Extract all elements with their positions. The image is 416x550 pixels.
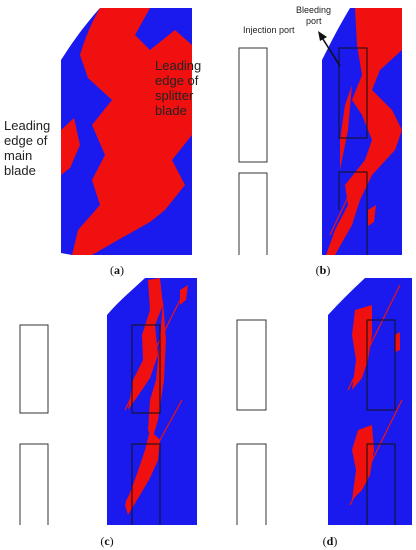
panel-d-injection-port-upper — [236, 319, 267, 411]
svg-text:edge of: edge of — [155, 73, 199, 88]
panel-b-red-patch — [368, 205, 376, 226]
panel-c-red-region — [128, 278, 163, 410]
panel-c-caption: (c) — [100, 534, 113, 548]
panel-a: Leading edge of main blade Leading edge … — [4, 8, 201, 277]
leading-edge-splitter-blade-label: Leading edge of splitter blade — [155, 58, 201, 118]
svg-text:Leading: Leading — [155, 58, 201, 73]
panel-a-caption: (a) — [110, 263, 124, 277]
bleeding-port-label: Bleeding port — [296, 5, 331, 26]
panel-d-red-small — [395, 332, 400, 352]
panel-d-red-line-1 — [347, 284, 401, 391]
svg-text:blade: blade — [4, 163, 36, 178]
svg-text:Leading: Leading — [4, 118, 50, 133]
svg-text:edge of: edge of — [4, 133, 48, 148]
panel-d-injection-port-lower — [236, 443, 267, 525]
panel-b-red-streak — [340, 85, 352, 170]
panel-b-bleeding-port-lower — [338, 171, 368, 255]
panel-b-bleeding-port-upper — [338, 47, 368, 139]
bleeding-port-arrowhead — [318, 31, 327, 41]
panel-d-blue-region — [328, 278, 412, 525]
panel-b-red-region — [326, 8, 402, 255]
panel-d-red-line-2 — [349, 399, 403, 506]
panel-c-injection-port-upper — [19, 324, 49, 414]
svg-text:port: port — [306, 16, 322, 26]
panel-c-bleeding-port-upper — [131, 324, 161, 414]
injection-port-label: Injection port — [243, 25, 295, 35]
panel-b: Injection port Bleeding port (b) — [238, 5, 402, 277]
panel-d-bleeding-port-lower — [366, 443, 396, 525]
panel-b-injection-port-lower — [238, 172, 268, 255]
bleeding-port-arrow — [320, 35, 341, 67]
svg-text:Bleeding: Bleeding — [296, 5, 331, 15]
panel-c-red-line-1 — [124, 299, 181, 411]
svg-text:main: main — [4, 148, 32, 163]
panel-b-blue-region — [322, 8, 402, 255]
panel-b-red-line — [329, 139, 376, 236]
panel-a-red-patch — [61, 118, 80, 175]
panel-b-injection-port-upper — [238, 47, 268, 163]
leading-edge-main-blade-label: Leading edge of main blade — [4, 118, 50, 178]
panel-a-red-region — [72, 8, 192, 255]
svg-text:splitter: splitter — [155, 88, 194, 103]
panel-c-injection-port-lower — [19, 443, 49, 525]
panel-c-bleeding-port-lower — [131, 443, 161, 525]
panel-d-bleeding-port-upper — [366, 319, 396, 411]
panel-c: (c) — [19, 278, 197, 548]
svg-text:blade: blade — [155, 103, 187, 118]
panel-c-red-small — [180, 285, 188, 305]
panel-c-red-spike — [148, 300, 166, 440]
panel-c-red-line-2 — [125, 399, 183, 503]
panel-d: (d) — [236, 278, 412, 548]
panel-d-caption: (d) — [323, 534, 338, 548]
panel-b-caption: (b) — [316, 263, 331, 277]
